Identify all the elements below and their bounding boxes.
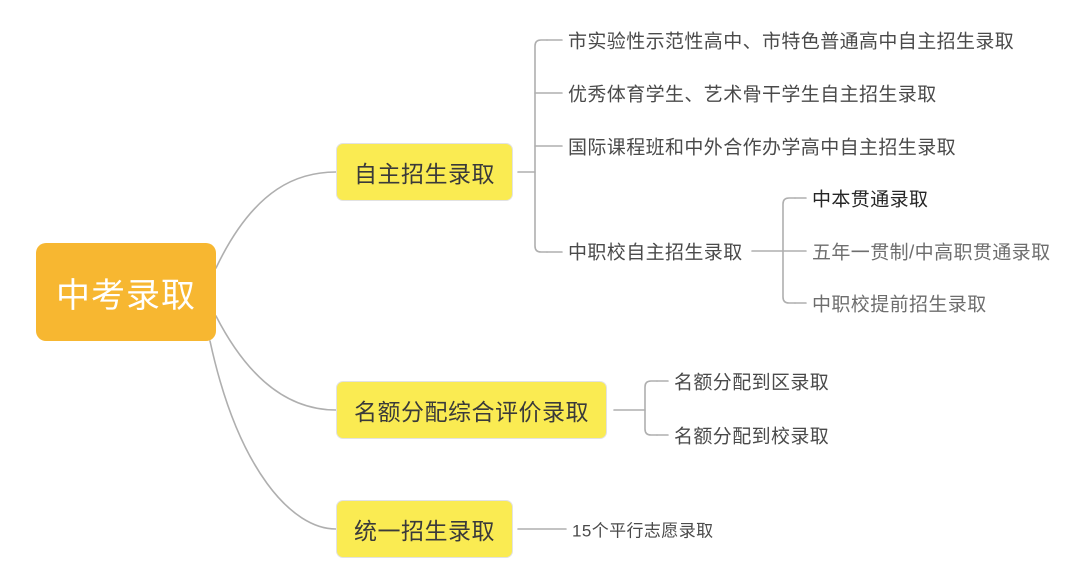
leaf-15-pingxing-zhiyuan[interactable]: 15个平行志愿录取 (572, 521, 714, 541)
branch-node-zizhu-zhaosheng[interactable]: 自主招生录取 (336, 143, 513, 201)
leaf-zhongzhixiao-tiqian-zhaosheng[interactable]: 中职校提前招生录取 (812, 294, 987, 316)
edge-branch2-spine (644, 380, 658, 436)
leaf-guoji-kecheng-ban[interactable]: 国际课程班和中外合作办学高中自主招生录取 (568, 137, 957, 159)
edge-root-to-branch-3 (209, 340, 337, 530)
branch-node-tongyi-zhaosheng[interactable]: 统一招生录取 (336, 500, 513, 558)
edge-root-to-branch-2 (215, 315, 337, 411)
leaf-zhongzhixiao-zizhu-zhaosheng[interactable]: 中职校自主招生录取 (568, 242, 743, 264)
branch-node-minge-fenpei[interactable]: 名额分配综合评价录取 (336, 381, 607, 439)
leaf-wunian-yiguanzhi[interactable]: 五年一贯制/中高职贯通录取 (812, 242, 1051, 264)
edge-subbranch-spine (782, 197, 796, 304)
leaf-minge-fenpei-dao-xiao[interactable]: 名额分配到校录取 (674, 426, 830, 448)
leaf-tiyu-yishu-xuesheng[interactable]: 优秀体育学生、艺术骨干学生自主招生录取 (568, 84, 937, 106)
edge-branch1-spine (534, 39, 548, 253)
leaf-shi-shiyanxing-gaozhong[interactable]: 市实验性示范性高中、市特色普通高中自主招生录取 (568, 31, 1015, 53)
leaf-zhongben-guantong[interactable]: 中本贯通录取 (812, 189, 929, 211)
edge-root-to-branch-1 (215, 171, 337, 269)
leaf-minge-fenpei-dao-qu[interactable]: 名额分配到区录取 (674, 372, 830, 394)
root-node[interactable]: 中考录取 (36, 243, 216, 341)
